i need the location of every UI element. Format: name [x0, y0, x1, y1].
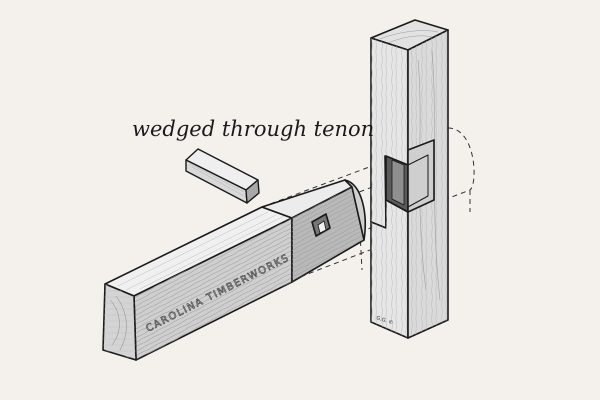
mortise-front-notch: [407, 139, 435, 213]
wedge-end-face: [245, 179, 260, 204]
tenon-rounded-end: [344, 179, 366, 241]
diagram-title: wedged through tenon: [132, 117, 374, 141]
beam-top-grain: [117, 211, 285, 291]
tenon-beam: [102, 179, 366, 361]
wedge-piece: [185, 148, 260, 204]
mortise-back-wall: [391, 159, 405, 206]
mortised-post: [370, 19, 449, 339]
